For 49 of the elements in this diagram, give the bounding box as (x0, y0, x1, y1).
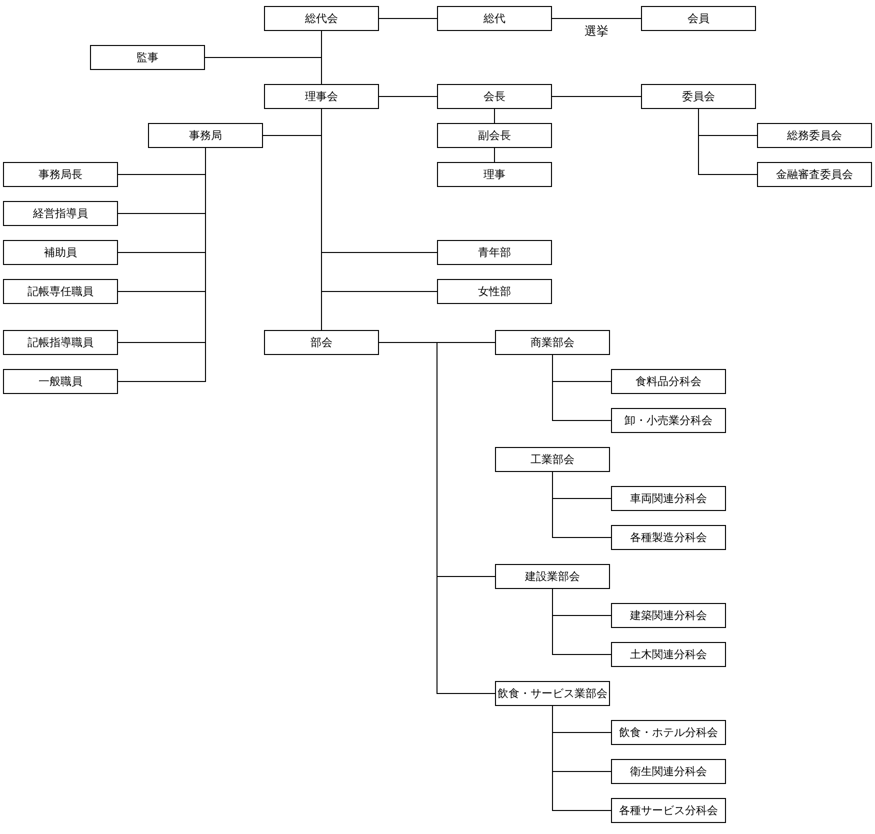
org-box: 副会長 (437, 123, 552, 148)
org-box: 工業部会 (495, 447, 610, 472)
org-box: 総代会 (264, 6, 379, 31)
org-box: 卸・小売業分科会 (611, 408, 726, 433)
org-box: 飲食・ホテル分科会 (611, 720, 726, 745)
connector-line (321, 108, 322, 330)
org-box: 委員会 (641, 84, 756, 109)
org-box: 事務局長 (3, 162, 118, 187)
org-box: 青年部 (437, 240, 552, 265)
connector-line (698, 108, 758, 175)
org-box: 食料品分科会 (611, 369, 726, 394)
org-box: 各種製造分科会 (611, 525, 726, 550)
org-box: 記帳指導職員 (3, 330, 118, 355)
connector-line (552, 18, 642, 19)
org-box: 一般職員 (3, 369, 118, 394)
org-box: 事務局 (148, 123, 263, 148)
org-box: 建設業部会 (495, 564, 610, 589)
org-box: 商業部会 (495, 330, 610, 355)
org-box: 部会 (264, 330, 379, 355)
org-box: 衛生関連分科会 (611, 759, 726, 784)
org-box: 総務委員会 (757, 123, 872, 148)
connector-line (378, 96, 438, 97)
connector-line (321, 30, 322, 84)
org-box: 会員 (641, 6, 756, 31)
org-box: 監事 (90, 45, 205, 70)
org-box: 理事 (437, 162, 552, 187)
org-box: 会長 (437, 84, 552, 109)
org-box: 補助員 (3, 240, 118, 265)
org-box: 金融審査委員会 (757, 162, 872, 187)
connector-line (494, 148, 495, 162)
org-box: 女性部 (437, 279, 552, 304)
org-box: 経営指導員 (3, 201, 118, 226)
org-box: 総代 (437, 6, 552, 31)
org-box: 各種サービス分科会 (611, 798, 726, 823)
org-box: 理事会 (264, 84, 379, 109)
connector-line (552, 706, 612, 811)
org-box: 土木関連分科会 (611, 642, 726, 667)
connector-line (118, 148, 206, 382)
org-box: 建築関連分科会 (611, 603, 726, 628)
connector-line (552, 354, 612, 421)
connector-line (378, 18, 438, 19)
org-box: 記帳専任職員 (3, 279, 118, 304)
edge-label: 選挙 (582, 22, 610, 40)
org-box: 飲食・サービス業部会 (495, 681, 610, 706)
connector-line (494, 108, 495, 124)
org-box: 車両関連分科会 (611, 486, 726, 511)
connector-line (552, 96, 642, 97)
connector-line (552, 588, 612, 655)
connector-line (552, 472, 612, 538)
